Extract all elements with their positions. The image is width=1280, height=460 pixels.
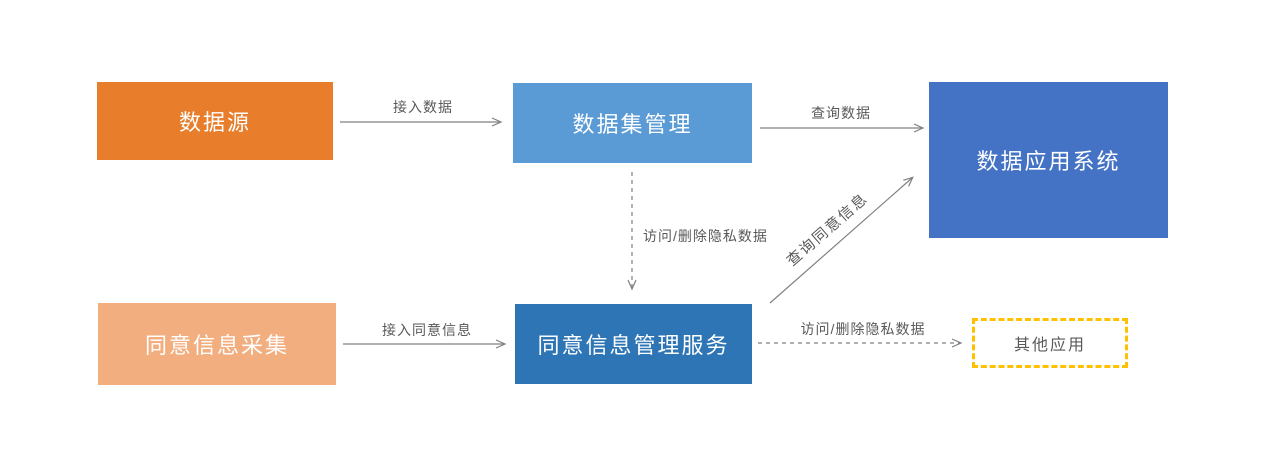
edge-label-access-consent-info: 接入同意信息: [382, 322, 472, 338]
node-data-application-system: 数据应用系统: [929, 82, 1168, 238]
node-data-application-system-label: 数据应用系统: [976, 149, 1121, 174]
node-dataset-management: 数据集管理: [513, 83, 752, 163]
node-consent-info-management-service: 同意信息管理服务: [515, 304, 752, 384]
node-data-source-label: 数据源: [178, 110, 251, 135]
node-consent-info-management-service-label: 同意信息管理服务: [537, 333, 730, 358]
node-other-applications: 其他应用: [972, 318, 1128, 368]
edge-label-access-delete-private-data-right: 访问/删除隐私数据: [800, 321, 926, 337]
node-consent-info-collection-label: 同意信息采集: [144, 333, 289, 358]
node-data-source: 数据源: [97, 82, 333, 160]
edge-query-consent-info-arrow: [769, 176, 914, 304]
edge-label-query-data: 查询数据: [811, 105, 871, 121]
node-other-applications-label: 其他应用: [1013, 337, 1086, 354]
node-consent-info-collection: 同意信息采集: [98, 303, 336, 385]
node-dataset-management-label: 数据集管理: [572, 112, 693, 137]
edge-label-access-data: 接入数据: [393, 99, 453, 115]
edge-label-access-delete-private-data-down: 访问/删除隐私数据: [643, 228, 768, 244]
